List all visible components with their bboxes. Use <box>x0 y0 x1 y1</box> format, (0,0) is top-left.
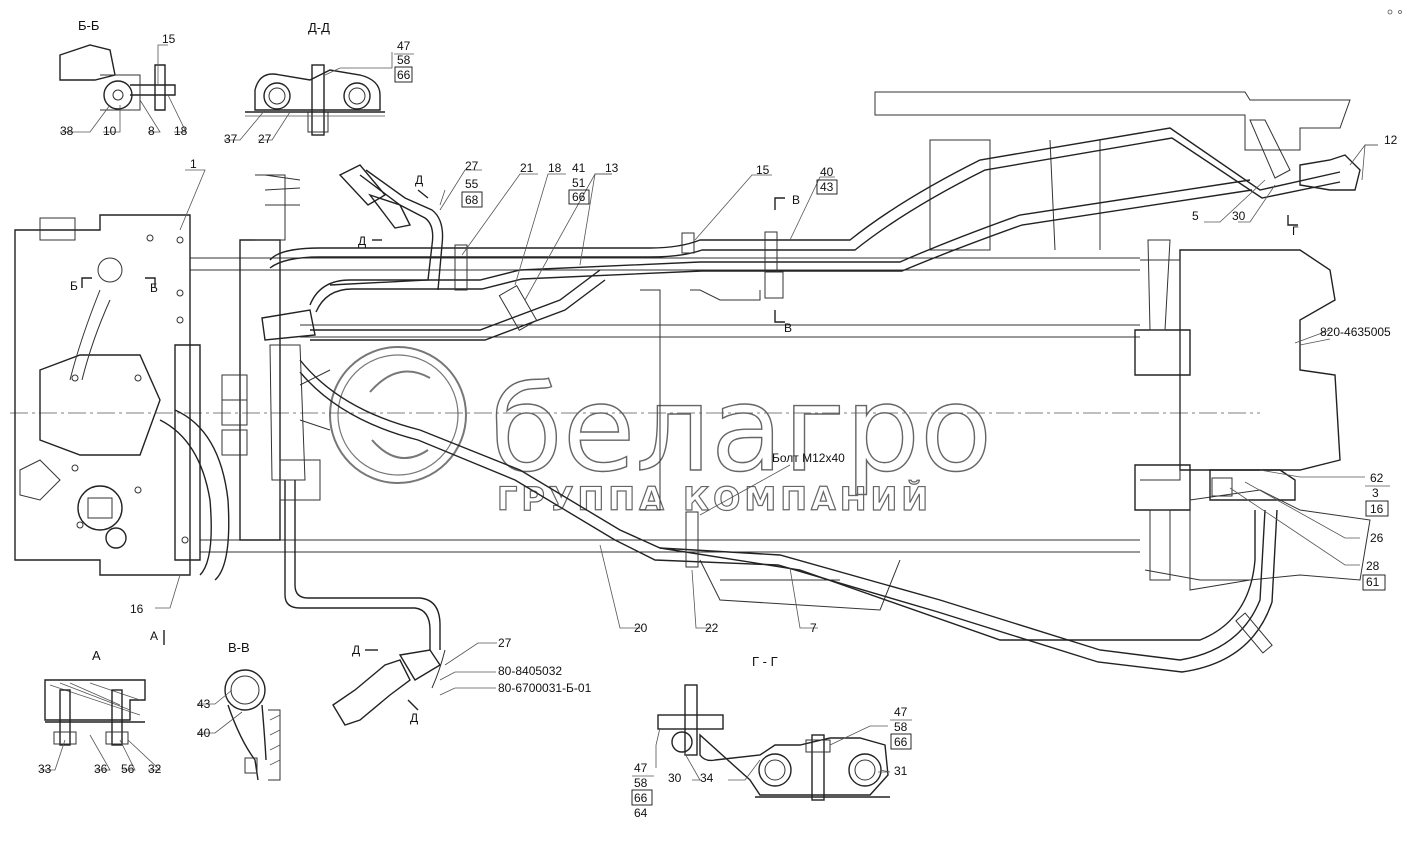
chassis-frame <box>10 91 1371 611</box>
callout-43-vv: 43 <box>197 697 211 711</box>
svg-text:Д: Д <box>410 711 418 725</box>
callout-30-gg: 30 <box>668 771 682 785</box>
callout-15-bb: 15 <box>162 32 176 46</box>
callout-40-vv: 40 <box>197 726 211 740</box>
svg-text:Д: Д <box>352 643 360 657</box>
section-d-d-title: Д-Д <box>308 20 330 35</box>
callout-58-gg-left: 58 <box>634 776 648 790</box>
callout-40-main: 40 <box>820 165 834 179</box>
callout-51: 51 <box>572 176 586 190</box>
callout-47-dd: 47 <box>397 39 411 53</box>
callout-68: 68 <box>465 193 479 207</box>
section-g-g: Г - Г <box>657 654 890 801</box>
callout-18-bb: 18 <box>174 124 188 138</box>
watermark: белагро ГРУППА КОМПАНИЙ <box>329 346 993 519</box>
callout-15-main: 15 <box>756 163 770 177</box>
section-g-g-title: Г - Г <box>752 654 778 669</box>
part-number-80-8405032: 80-8405032 <box>498 664 562 678</box>
callout-31: 31 <box>894 764 908 778</box>
section-cut-marks: Б Б А В В Г Д Д Д Д <box>70 173 1299 725</box>
callout-7: 7 <box>810 621 817 635</box>
callout-33: 33 <box>38 762 52 776</box>
leader-lines <box>40 44 1378 781</box>
callout-36: 36 <box>94 762 108 776</box>
section-a-title: А <box>92 648 101 663</box>
callout-47-gg: 47 <box>894 705 908 719</box>
bolt-label: Болт М12х40 <box>772 451 845 465</box>
callout-41: 41 <box>572 161 586 175</box>
section-b-b: Б-Б <box>59 18 176 111</box>
callout-30-main: 30 <box>1232 209 1246 223</box>
callout-34: 34 <box>700 771 714 785</box>
section-v-v: В-В <box>224 640 281 781</box>
callout-18-main: 18 <box>548 161 562 175</box>
callout-27-top: 27 <box>465 159 479 173</box>
callout-55: 55 <box>465 177 479 191</box>
watermark-brand: белагро <box>490 360 992 498</box>
callout-66-main: 66 <box>572 190 586 204</box>
part-number-80-6700031-b-01: 80-6700031-Б-01 <box>498 681 592 695</box>
section-b-b-title: Б-Б <box>78 18 99 33</box>
callout-58-gg: 58 <box>894 720 908 734</box>
svg-text:Б: Б <box>70 279 78 293</box>
callout-3: 3 <box>1372 486 1379 500</box>
callout-labels: 15 38 10 8 18 47 58 66 37 27 1 27 55 68 … <box>38 32 1398 820</box>
hydraulic-lines <box>69 119 1361 726</box>
svg-text:В: В <box>784 321 792 335</box>
callout-66-gg-left: 66 <box>634 791 648 805</box>
callout-5: 5 <box>1192 209 1199 223</box>
callout-62: 62 <box>1370 471 1384 485</box>
watermark-tagline: ГРУППА КОМПАНИЙ <box>497 480 932 518</box>
callout-38: 38 <box>60 124 74 138</box>
callout-16-right: 16 <box>1370 502 1384 516</box>
callout-37: 37 <box>224 132 238 146</box>
svg-text:В: В <box>792 193 800 207</box>
callout-61: 61 <box>1366 575 1380 589</box>
callout-27-bottom: 27 <box>498 636 512 650</box>
callout-64: 64 <box>634 806 648 820</box>
callout-58-dd: 58 <box>397 53 411 67</box>
callout-21: 21 <box>520 161 534 175</box>
section-d-d: Д-Д <box>245 20 385 136</box>
callout-43-main: 43 <box>820 180 834 194</box>
callout-32: 32 <box>148 762 162 776</box>
svg-text:Б: Б <box>150 281 158 295</box>
callout-28: 28 <box>1366 559 1380 573</box>
callout-20: 20 <box>634 621 648 635</box>
svg-text:Г: Г <box>1292 224 1299 238</box>
callout-26: 26 <box>1370 531 1384 545</box>
svg-text:Д: Д <box>415 173 423 187</box>
callout-66-gg: 66 <box>894 735 908 749</box>
part-number-820-4635005: 820-4635005 <box>1320 325 1391 339</box>
callout-13: 13 <box>605 161 619 175</box>
section-a: А <box>44 648 146 746</box>
callout-27-dd: 27 <box>258 132 272 146</box>
callout-1: 1 <box>190 157 197 171</box>
svg-text:А: А <box>150 629 158 643</box>
callout-10: 10 <box>103 124 117 138</box>
svg-text:Д: Д <box>358 234 366 248</box>
section-v-v-title: В-В <box>228 640 250 655</box>
callout-47-gg-left: 47 <box>634 761 648 775</box>
callout-16-left: 16 <box>130 602 144 616</box>
callout-66-dd: 66 <box>397 68 411 82</box>
callout-8: 8 <box>148 124 155 138</box>
callout-56: 56 <box>121 762 135 776</box>
callout-12: 12 <box>1384 133 1398 147</box>
corner-marks <box>1387 9 1402 15</box>
callout-22: 22 <box>705 621 719 635</box>
